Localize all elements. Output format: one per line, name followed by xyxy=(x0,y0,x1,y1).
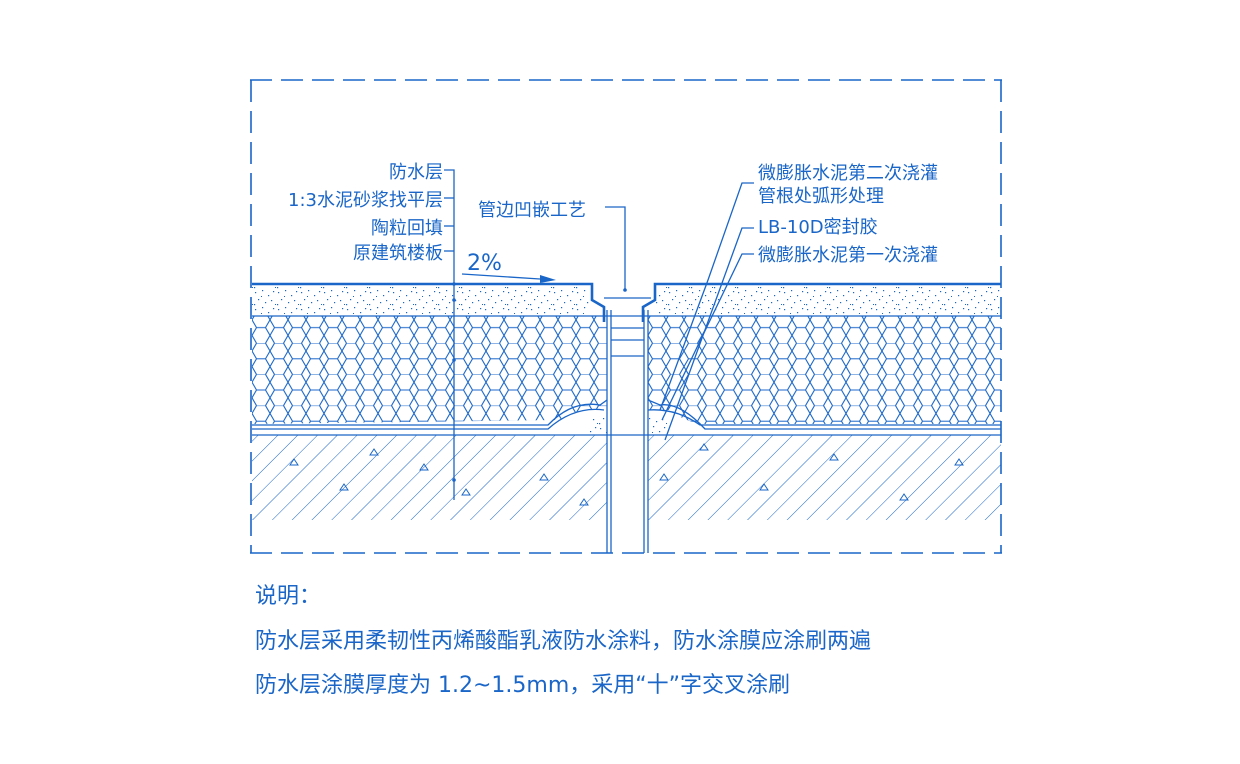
left-leader-lines xyxy=(444,169,456,500)
pipe xyxy=(604,297,651,553)
notes-line-2: 防水层涂膜厚度为 1.2~1.5mm，采用“十”字交叉涂刷 xyxy=(255,673,790,698)
label-original-slab: 原建筑楼板 xyxy=(353,243,443,264)
label-screed-layer: 1:3水泥砂浆找平层 xyxy=(288,190,443,211)
recess-leader-line xyxy=(605,206,626,290)
notes-title: 说明： xyxy=(255,584,321,609)
label-waterproof-layer: 防水层 xyxy=(389,162,443,183)
ceramsite-fill-layer xyxy=(252,315,1001,435)
cement-mortar-screed-layer xyxy=(252,287,1001,315)
label-arc-treatment: 管根处弧形处理 xyxy=(758,186,884,207)
waterproof-layer xyxy=(252,282,1001,322)
slope-label: 2% xyxy=(467,251,502,276)
label-sealant: LB-10D密封胶 xyxy=(758,217,878,238)
slope-arrow-icon xyxy=(461,273,556,283)
concrete-slab-layer xyxy=(252,434,1001,520)
notes-line-1: 防水层采用柔韧性丙烯酸酯乳液防水涂料，防水涂膜应涂刷两遍 xyxy=(255,629,871,654)
label-ceramsite-fill: 陶粒回填 xyxy=(371,218,443,239)
right-leader-lines xyxy=(659,182,754,441)
label-second-pour: 微膨胀水泥第二次浇灌 xyxy=(758,163,938,184)
label-first-pour: 微膨胀水泥第一次浇灌 xyxy=(758,245,938,266)
label-pipe-recess: 管边凹嵌工艺 xyxy=(478,200,586,221)
